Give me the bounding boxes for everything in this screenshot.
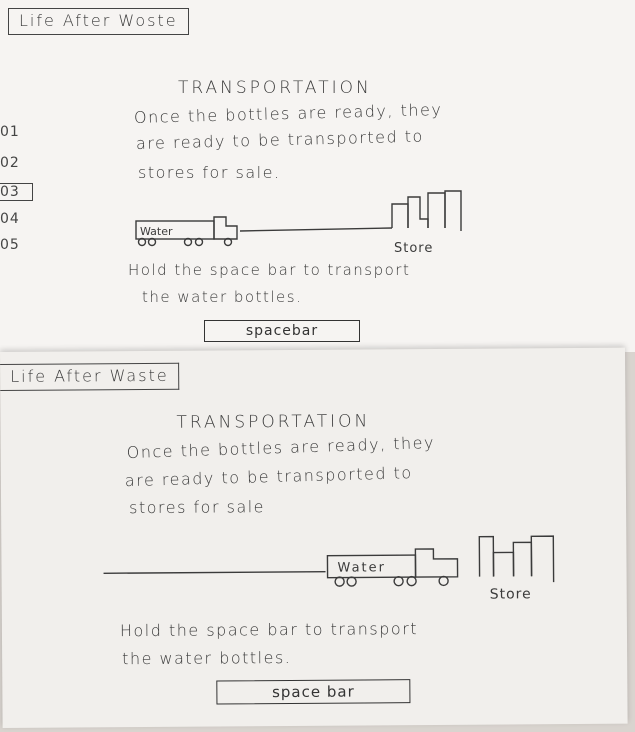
screen-1: Life After Woste TRANSPORTATION Once the… [0,0,635,352]
truck-label: Water [140,225,173,238]
instruction-line-2: the water bottles. [122,647,292,669]
truck-wheel [223,237,233,247]
spacebar-button[interactable]: spacebar [204,320,360,342]
instruction-line-2: the water bottles. [142,288,303,306]
truck-label: Water [337,560,386,575]
water-truck [326,548,459,587]
truck-wheel [334,576,345,587]
step-tab-05[interactable]: 05 [0,237,20,253]
truck-wheel [406,575,417,587]
step-tab-03[interactable]: 03 [0,183,33,201]
truck-cab [213,216,238,240]
transport-scene: Water Store [103,535,555,603]
store-icon [478,535,555,583]
truck-wheel [137,237,147,247]
page-title: TRANSPORTATION [178,78,372,98]
step-tab-04[interactable]: 04 [0,211,20,227]
spacebar-button[interactable]: space bar [216,679,411,705]
truck-wheel [346,576,357,587]
description-line-3: stores for sale. [138,163,281,182]
road-line [103,571,326,574]
instruction-line-1: Hold the space bar to transport [128,261,411,279]
truck-wheel [194,237,204,247]
water-truck [135,216,393,247]
truck-cab [414,548,459,578]
screen-2: Life After Waste TRANSPORTATION Once the… [0,347,628,728]
truck-wheel [438,575,449,587]
store-label: Store [394,241,433,256]
instruction-line-1: Hold the space bar to transport [119,619,419,641]
truck-wheel [393,576,404,587]
store-icon [391,190,462,231]
step-tab-02[interactable]: 02 [0,155,20,171]
truck-wheel [147,237,157,247]
store-label: Store [490,586,532,602]
truck-wheel [183,237,193,247]
road [103,571,326,574]
transport-scene: Water Store [135,190,462,256]
app-title: Life After Woste [8,8,189,35]
step-tab-01[interactable]: 01 [0,124,20,140]
road-line [239,227,393,232]
